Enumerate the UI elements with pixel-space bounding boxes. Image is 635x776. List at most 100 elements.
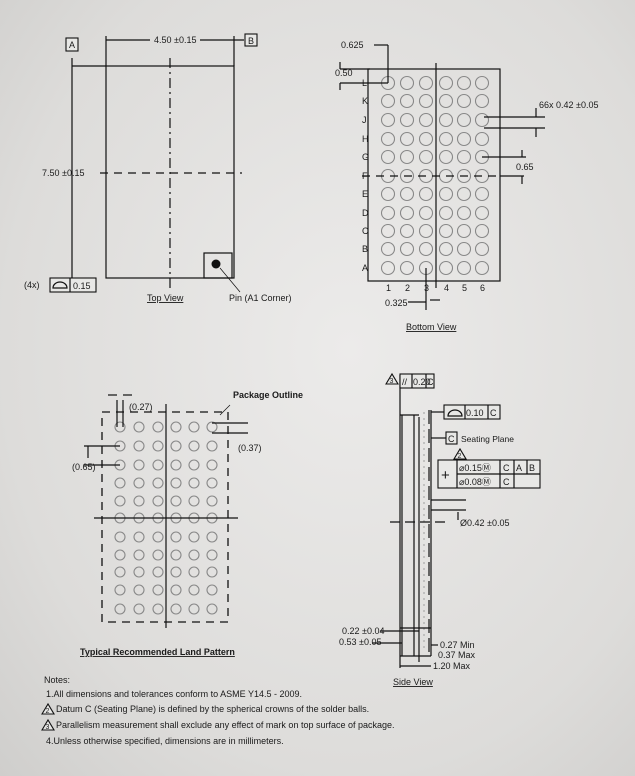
note2-number: 2	[458, 453, 462, 460]
land-pad	[114, 477, 126, 489]
solder-ball	[474, 223, 490, 239]
solder-ball	[399, 131, 415, 147]
datum-a-ref: A	[516, 463, 522, 473]
land-pad	[152, 459, 164, 471]
note-1: 1.All dimensions and tolerances conform …	[46, 689, 302, 699]
solder-ball	[418, 205, 434, 221]
package-outline-bottom	[367, 68, 501, 282]
solder-ball	[399, 260, 415, 276]
land-pad	[170, 603, 182, 615]
solder-ball	[418, 223, 434, 239]
note2-marker	[453, 447, 467, 460]
land-pad	[114, 421, 126, 433]
land-pad	[206, 603, 218, 615]
dim-0-37-max: 0.37 Max	[438, 650, 476, 660]
land-pad	[133, 531, 145, 543]
note-2: Datum C (Seating Plane) is defined by th…	[56, 704, 369, 714]
datum-b-ref: B	[529, 463, 535, 473]
top-view-title: Top View	[147, 293, 184, 303]
land-pad	[170, 495, 182, 507]
land-pad	[133, 566, 145, 578]
solder-ball	[456, 149, 472, 165]
flatness-count: (4x)	[24, 280, 40, 290]
notes-heading: Notes:	[44, 675, 70, 685]
datum-c-ref: C	[503, 463, 510, 473]
solder-ball	[438, 223, 454, 239]
land-pad	[133, 495, 145, 507]
row-label: H	[362, 134, 369, 144]
position-icon: +	[441, 467, 450, 484]
column-label: 6	[480, 283, 485, 293]
land-pad	[188, 440, 200, 452]
solder-ball	[438, 93, 454, 109]
land-pad	[114, 549, 126, 561]
land-pad	[152, 566, 164, 578]
dim-0-37: (0.37)	[238, 443, 262, 453]
land-pad	[206, 495, 218, 507]
note3-marker	[41, 718, 55, 731]
solder-ball	[418, 112, 434, 128]
land-pad	[206, 566, 218, 578]
position-value-2: ⌀0.08Ⓜ	[459, 477, 491, 487]
land-pad	[206, 477, 218, 489]
solder-ball	[380, 223, 396, 239]
note3-number: 3	[390, 378, 394, 385]
solder-ball	[399, 223, 415, 239]
package-outline-dashed	[101, 411, 229, 623]
land-pad	[152, 531, 164, 543]
dim-0-27: (0.27)	[129, 402, 153, 412]
land-pad	[206, 459, 218, 471]
position-value-1: ⌀0.15Ⓜ	[459, 463, 491, 473]
dim-1-20-max: 1.20 Max	[433, 661, 471, 671]
solder-ball	[399, 75, 415, 91]
surface-profile-icon	[447, 409, 463, 417]
land-pad	[152, 421, 164, 433]
solder-ball	[456, 260, 472, 276]
solder-ball	[418, 131, 434, 147]
land-pad	[152, 495, 164, 507]
row-label: E	[362, 189, 368, 199]
solder-ball	[438, 260, 454, 276]
datum-a-label: A	[69, 40, 75, 50]
solder-ball	[456, 93, 472, 109]
solder-ball	[474, 112, 490, 128]
row-label: D	[362, 208, 369, 218]
datum-c-box	[445, 431, 458, 445]
land-pattern-title: Typical Recommended Land Pattern	[80, 647, 235, 657]
ball-pitch: 0.65	[516, 162, 534, 172]
row-label: B	[362, 244, 368, 254]
seating-plane-label: Seating Plane	[461, 434, 514, 444]
pin-a1-label: Pin (A1 Corner)	[229, 293, 292, 303]
pin1-dot-icon	[211, 259, 221, 269]
top-view: A B 4.50 ±0.15 7.50 ±0.15 (4x) 0.15 Top …	[24, 33, 292, 303]
dim-0-65: (0.65)	[72, 462, 96, 472]
solder-ball	[399, 168, 415, 184]
dim-0-27-min: 0.27 Min	[440, 640, 475, 650]
land-pad	[152, 440, 164, 452]
side-view-title: Side View	[393, 677, 433, 687]
solder-ball	[456, 75, 472, 91]
land-pad	[133, 603, 145, 615]
bottom-view-title: Bottom View	[406, 322, 457, 332]
solder-ball	[418, 149, 434, 165]
land-pad	[188, 549, 200, 561]
dim-0-50: 0.50	[335, 68, 353, 78]
land-pad	[188, 531, 200, 543]
row-label: A	[362, 263, 368, 273]
surface-profile-icon	[52, 281, 68, 289]
row-label: K	[362, 96, 368, 106]
column-label: 2	[405, 283, 410, 293]
land-pad	[133, 477, 145, 489]
land-pad	[170, 459, 182, 471]
datum-c-ref-2: C	[503, 477, 510, 487]
land-pad	[206, 440, 218, 452]
solder-ball	[418, 241, 434, 257]
note-3: Parallelism measurement shall exclude an…	[56, 720, 395, 730]
pin1-box	[203, 252, 233, 279]
land-pad	[188, 603, 200, 615]
solder-ball	[399, 186, 415, 202]
column-label: 4	[444, 283, 449, 293]
datum-a-box	[65, 37, 79, 52]
parallelism-icon: //	[402, 377, 408, 387]
land-pattern: (0.27) Package Outline (0.37) (0.65) Typ…	[72, 390, 303, 657]
